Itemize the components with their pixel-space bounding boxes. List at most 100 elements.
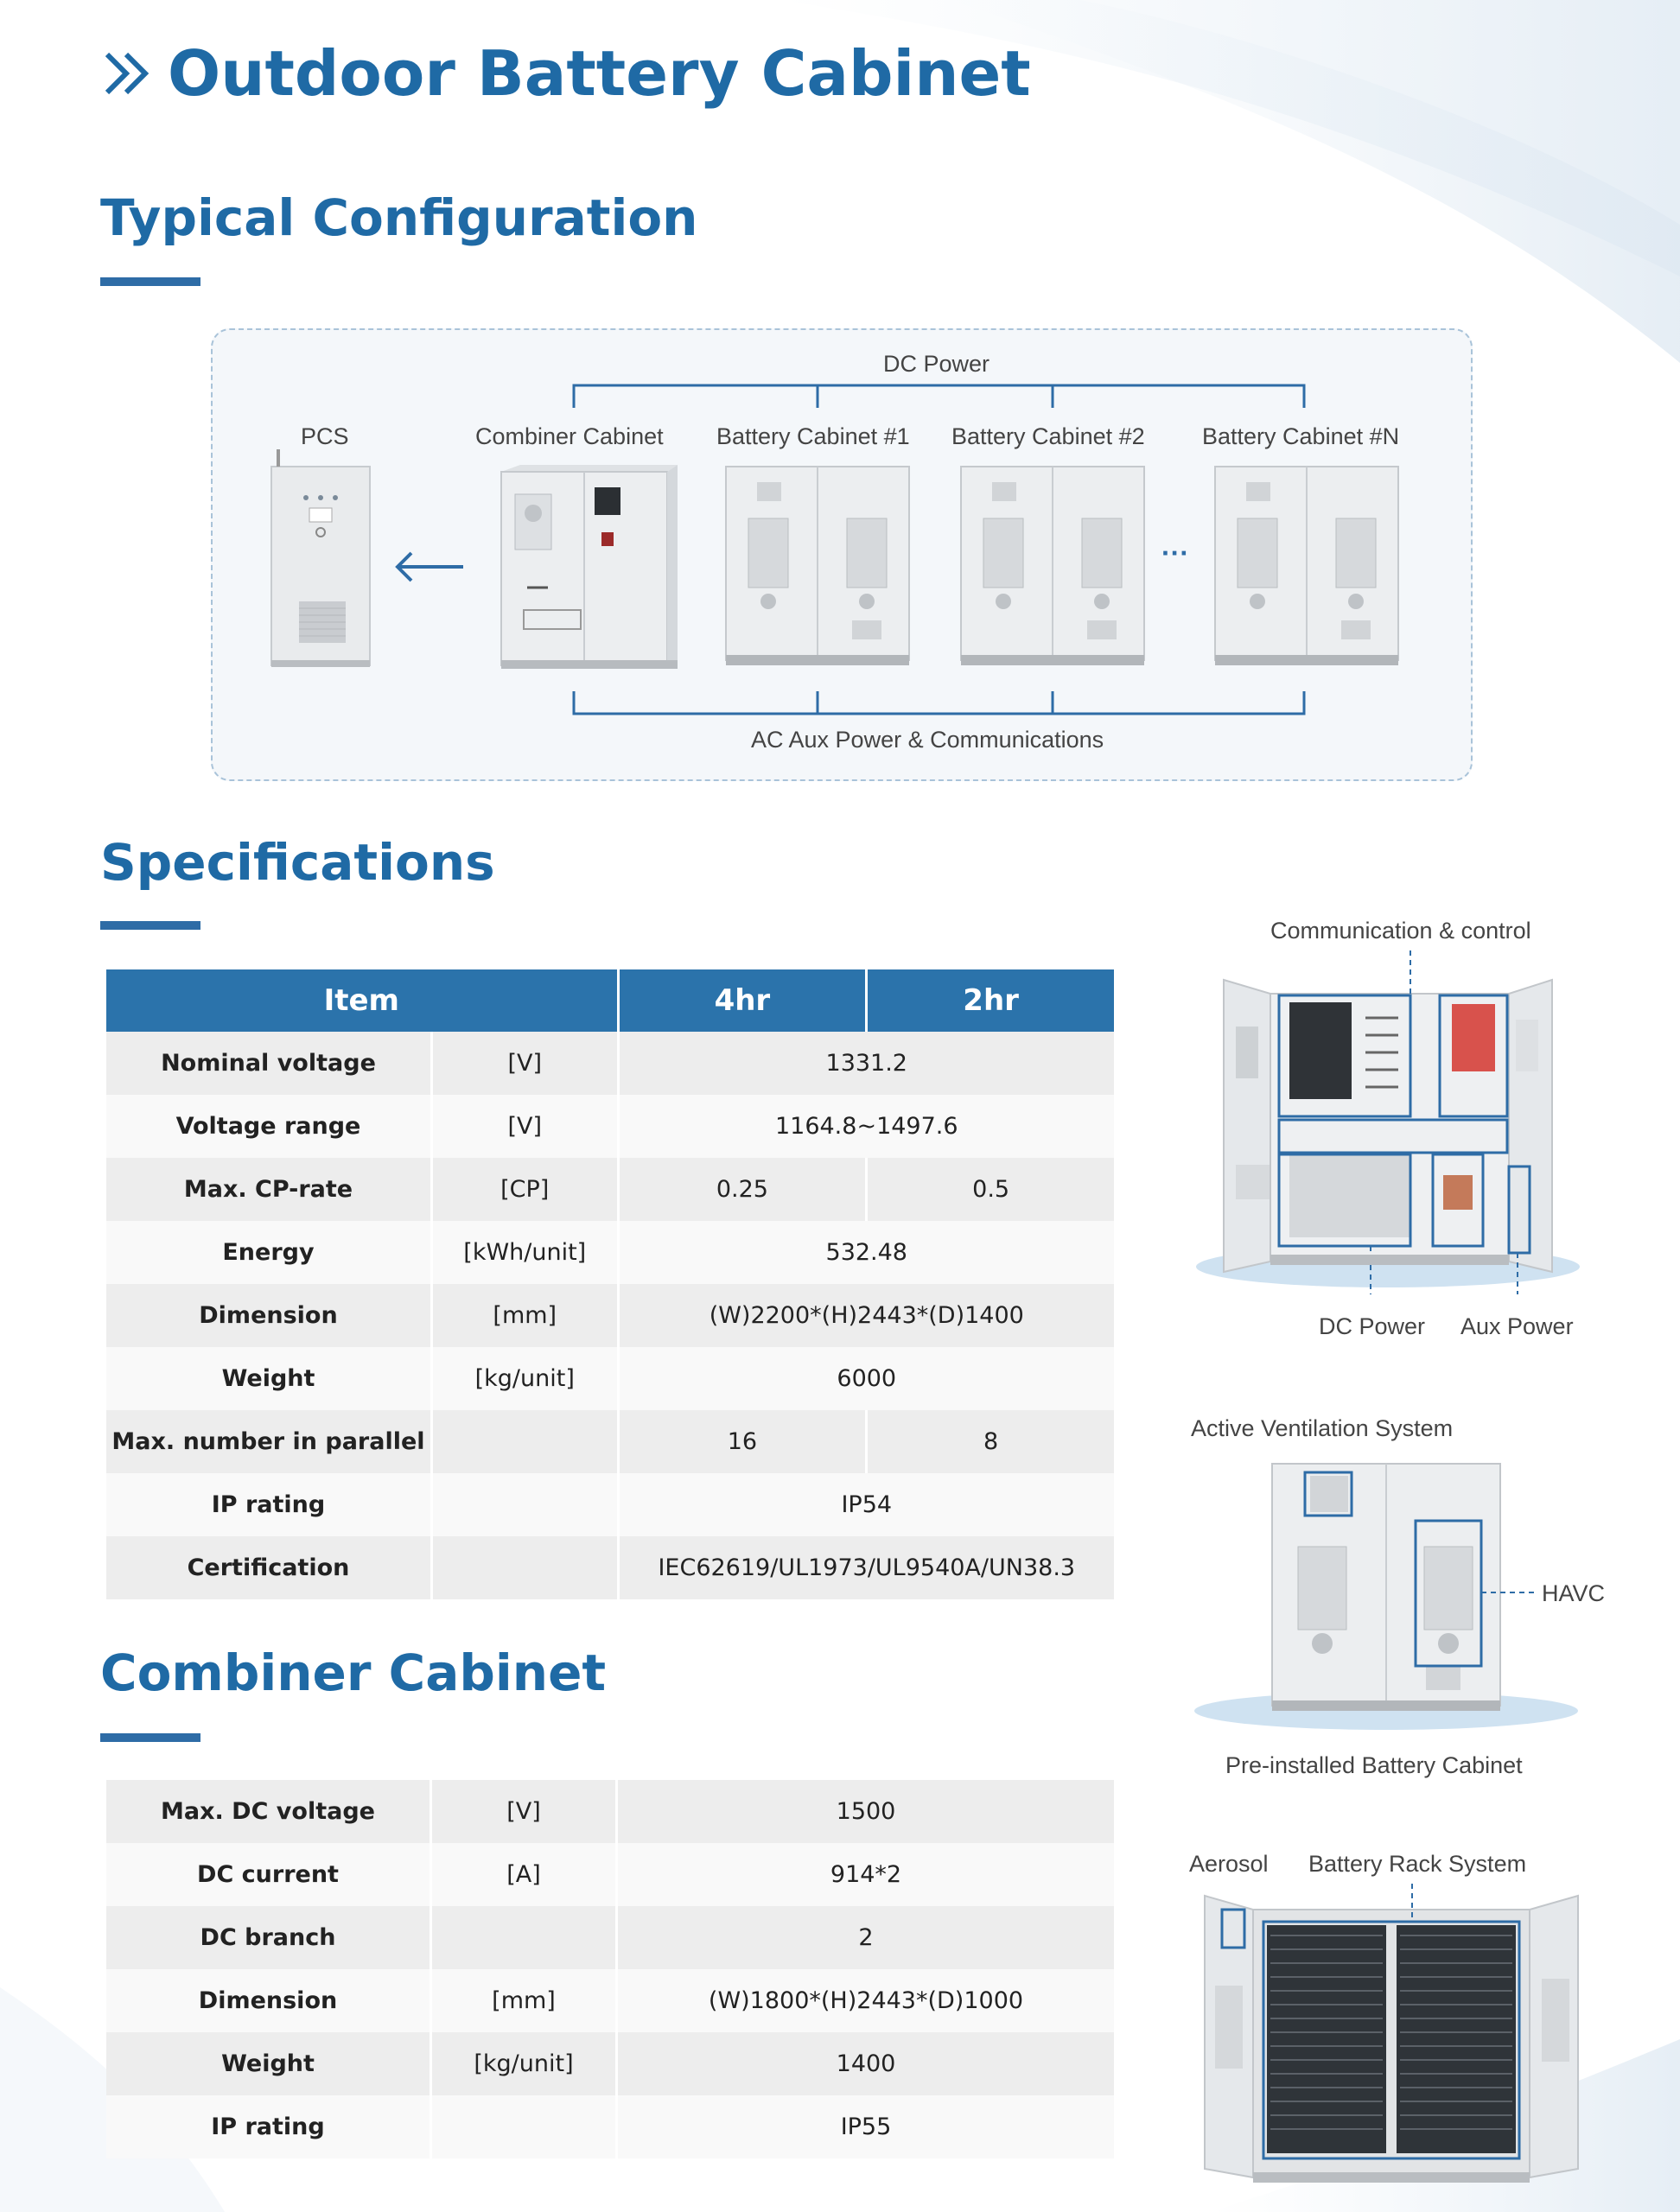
table-row: Certification IEC62619/UL1973/UL9540A/UN3… (106, 1536, 1114, 1599)
combiner-unit (432, 1906, 615, 1969)
combiner-cabinet-image (500, 465, 678, 669)
combiner-unit: [A] (432, 1843, 615, 1906)
table-row: Max. DC voltage[V]1500 (106, 1780, 1114, 1843)
spec-value: 6000 (619, 1347, 1114, 1410)
ac-aux-label: AC Aux Power & Communications (751, 727, 1104, 753)
combiner-unit (432, 2095, 615, 2158)
battery-cabinet-1-label: Battery Cabinet #1 (716, 423, 910, 449)
spec-value-2hr: 8 (868, 1410, 1114, 1473)
battery-cabinet-1-image (725, 466, 910, 665)
page-header: Outdoor Battery Cabinet (102, 35, 1031, 112)
spec-item: IP rating (106, 1473, 430, 1536)
battery-cabinet-n-label: Battery Cabinet #N (1202, 423, 1400, 449)
spec-item: Certification (106, 1536, 430, 1599)
table-row: DC branch 2 (106, 1906, 1114, 1969)
battery-cabinet-2-image (960, 466, 1145, 665)
spec-value: (W)2200*(H)2443*(D)1400 (619, 1284, 1114, 1347)
column-header-item: Item (106, 969, 617, 1032)
ac-aux-bracket (572, 691, 1306, 715)
spec-unit: [mm] (432, 1284, 617, 1347)
battery-rack-photo (1204, 1884, 1579, 2183)
spec-item: Weight (106, 1347, 430, 1410)
battery-cabinet-n-image (1214, 466, 1399, 665)
caption-aerosol: Aerosol (1189, 1851, 1269, 1877)
spec-item: Max. CP-rate (106, 1158, 430, 1221)
double-chevron-icon (105, 52, 150, 95)
caption-havc: HAVC (1542, 1580, 1606, 1606)
combiner-value: 2 (618, 1906, 1114, 1969)
spec-value-2hr: 0.5 (868, 1158, 1114, 1221)
table-row: IP rating IP55 (106, 2095, 1114, 2158)
spec-unit (432, 1410, 617, 1473)
cabinet-interior-photo (1196, 950, 1580, 1294)
pcs-cabinet-image (270, 449, 371, 667)
caption-active-ventilation: Active Ventilation System (1191, 1415, 1454, 1441)
spec-value-4hr: 0.25 (619, 1158, 866, 1221)
table-row: DC current[A]914*2 (106, 1843, 1114, 1906)
section-underline (100, 921, 200, 930)
combiner-item: DC branch (106, 1906, 430, 1969)
combiner-item: DC current (106, 1843, 430, 1906)
spec-value-4hr: 16 (619, 1410, 866, 1473)
spec-unit (432, 1536, 617, 1599)
section-title-combiner: Combiner Cabinet (100, 1643, 607, 1702)
section-title-configuration: Typical Configuration (100, 188, 698, 247)
table-row: Weight[kg/unit]1400 (106, 2032, 1114, 2095)
caption-dc-power: DC Power (1319, 1313, 1426, 1339)
spec-item: Voltage range (106, 1095, 430, 1158)
section-title-specifications: Specifications (100, 833, 495, 892)
spec-item: Nominal voltage (106, 1032, 430, 1095)
spec-unit (432, 1473, 617, 1536)
configuration-diagram (270, 384, 1399, 715)
pcs-label: PCS (301, 423, 349, 449)
ventilation-cabinet-photo (1194, 1463, 1578, 1730)
spec-unit: [kWh/unit] (432, 1221, 617, 1284)
ellipsis-separator: ··· (1161, 537, 1189, 569)
spec-unit: [CP] (432, 1158, 617, 1221)
table-row: IP rating IP54 (106, 1473, 1114, 1536)
spec-value: IP54 (619, 1473, 1114, 1536)
spec-unit: [V] (432, 1095, 617, 1158)
spec-item: Max. number in parallel (106, 1410, 430, 1473)
combiner-unit: [kg/unit] (432, 2032, 615, 2095)
caption-comm-control: Communication & control (1270, 918, 1531, 944)
combiner-value: 914*2 (618, 1843, 1114, 1906)
table-row: Weight[kg/unit]6000 (106, 1347, 1114, 1410)
table-header-row: Item 4hr 2hr (106, 969, 1114, 1032)
combiner-item: Dimension (106, 1969, 430, 2032)
spec-value: IEC62619/UL1973/UL9540A/UN38.3 (619, 1536, 1114, 1599)
table-row: Dimension[mm](W)2200*(H)2443*(D)1400 (106, 1284, 1114, 1347)
spec-unit: [kg/unit] (432, 1347, 617, 1410)
combiner-item: IP rating (106, 2095, 430, 2158)
combiner-unit: [mm] (432, 1969, 615, 2032)
spec-unit: [V] (432, 1032, 617, 1095)
combiner-value: (W)1800*(H)2443*(D)1000 (618, 1969, 1114, 2032)
page-title: Outdoor Battery Cabinet (168, 37, 1031, 110)
combiner-unit: [V] (432, 1780, 615, 1843)
dc-power-bracket (572, 384, 1306, 408)
battery-cabinet-2-label: Battery Cabinet #2 (951, 423, 1145, 449)
combiner-item: Max. DC voltage (106, 1780, 430, 1843)
combiner-cabinet-label: Combiner Cabinet (475, 423, 664, 449)
table-row: Energy[kWh/unit]532.48 (106, 1221, 1114, 1284)
spec-value: 1331.2 (619, 1032, 1114, 1095)
combiner-value: IP55 (618, 2095, 1114, 2158)
caption-battery-rack: Battery Rack System (1308, 1851, 1527, 1877)
column-header-4hr: 4hr (619, 969, 866, 1032)
section-underline (100, 1733, 200, 1742)
table-row: Nominal voltage[V]1331.2 (106, 1032, 1114, 1095)
column-header-2hr: 2hr (868, 969, 1114, 1032)
table-row: Voltage range[V]1164.8~1497.6 (106, 1095, 1114, 1158)
arrow-left-icon (395, 551, 463, 582)
dc-power-label: DC Power (883, 351, 990, 377)
section-underline (100, 277, 200, 286)
spec-item: Energy (106, 1221, 430, 1284)
spec-value: 532.48 (619, 1221, 1114, 1284)
caption-aux-power: Aux Power (1460, 1313, 1574, 1339)
table-row: Dimension[mm](W)1800*(H)2443*(D)1000 (106, 1969, 1114, 2032)
caption-preinstalled: Pre-installed Battery Cabinet (1225, 1752, 1523, 1778)
